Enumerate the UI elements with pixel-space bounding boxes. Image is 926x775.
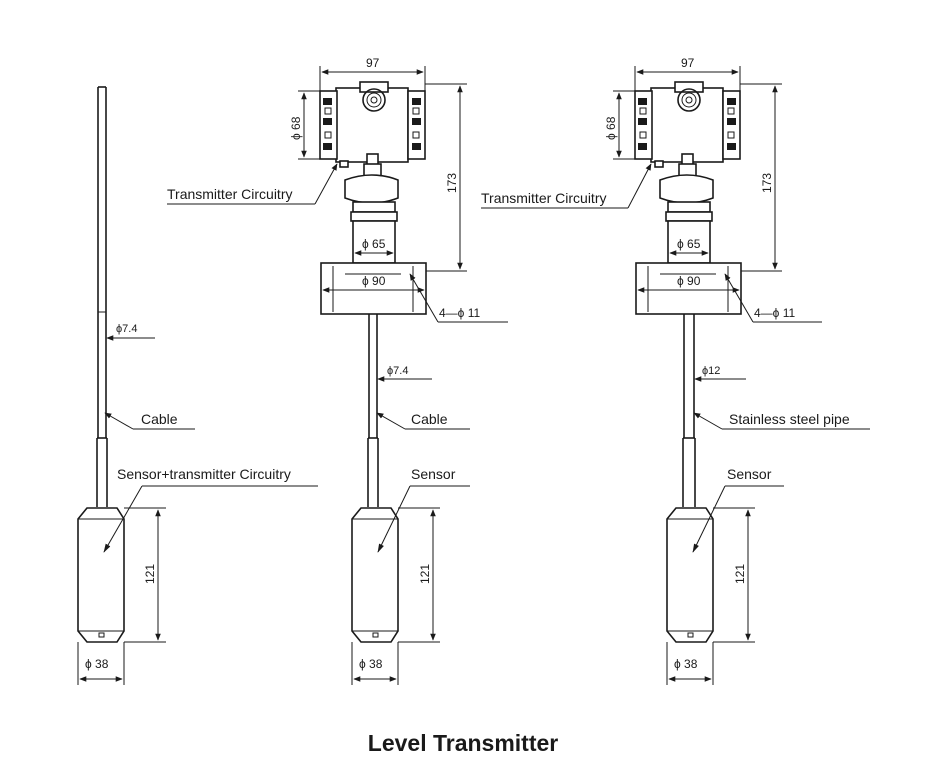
bolt-holes-dim: 4—ϕ 11	[409, 273, 508, 323]
head-height-dim: 173	[425, 83, 467, 272]
sensor-length-dim: 121	[713, 507, 755, 643]
svg-text:ϕ12: ϕ12	[702, 365, 720, 377]
head-diameter-dim: ϕ 68	[604, 90, 635, 160]
svg-text:4—ϕ 11: 4—ϕ 11	[754, 306, 796, 320]
sensor-diameter-dim: ϕ 38	[77, 642, 125, 685]
cable-label: Cable	[376, 411, 470, 430]
neck-diameter-dim: ϕ 65	[354, 237, 394, 256]
sensor-body	[666, 437, 714, 643]
svg-text:ϕ 90: ϕ 90	[677, 274, 701, 288]
sensor-body	[77, 437, 125, 643]
svg-text:121: 121	[418, 564, 432, 584]
sensor-label: Sensor	[692, 466, 784, 553]
sensor-diameter-dim: ϕ 38	[351, 642, 399, 685]
flange-diameter-dim: ϕ 90	[637, 274, 740, 293]
bolt-holes-dim: 4—ϕ 11	[724, 273, 822, 323]
sensor-transmitter-label: Sensor+transmitter Circuitry	[103, 466, 318, 553]
transmitter-circuitry-label: Transmitter Circuitry	[167, 163, 338, 205]
page-title: Level Transmitter	[368, 730, 559, 756]
head-width-dim: 97	[319, 56, 426, 91]
svg-text:ϕ 68: ϕ 68	[604, 116, 618, 140]
flange	[635, 262, 742, 315]
svg-text:ϕ 65: ϕ 65	[677, 237, 701, 251]
pipe-diameter-dim: ϕ7.4	[377, 365, 432, 382]
svg-text:Transmitter Circuitry: Transmitter Circuitry	[481, 190, 607, 206]
cable	[97, 86, 107, 438]
svg-text:ϕ 38: ϕ 38	[359, 657, 383, 671]
head-height-dim: 173	[740, 83, 782, 272]
stainless-pipe-label: Stainless steel pipe	[693, 411, 870, 430]
variant-cable-integrated: ϕ7.4 Cable Sensor+transmitter Circuitry …	[77, 86, 318, 685]
transmitter-circuitry-label: Transmitter Circuitry	[481, 163, 652, 209]
flange-diameter-dim: ϕ 90	[322, 274, 425, 293]
sensor-length-dim: 121	[398, 507, 440, 643]
svg-text:97: 97	[681, 56, 695, 70]
svg-text:173: 173	[760, 173, 774, 193]
flange	[320, 262, 427, 315]
variant-flange-cable: 97 ϕ 68 173 Transmitter Circuitry ϕ 65	[167, 56, 508, 685]
transmitter-head	[319, 81, 426, 264]
svg-text:173: 173	[445, 173, 459, 193]
svg-text:Cable: Cable	[141, 411, 178, 427]
stainless-pipe	[683, 314, 695, 438]
head-diameter-dim: ϕ 68	[289, 90, 320, 160]
svg-text:Transmitter Circuitry: Transmitter Circuitry	[167, 186, 293, 202]
svg-text:121: 121	[733, 564, 747, 584]
svg-text:ϕ 90: ϕ 90	[362, 274, 386, 288]
sensor-body	[351, 437, 399, 643]
svg-text:ϕ 65: ϕ 65	[362, 237, 386, 251]
svg-text:ϕ 38: ϕ 38	[85, 657, 109, 671]
sensor-label: Sensor	[377, 466, 470, 553]
svg-text:97: 97	[366, 56, 380, 70]
svg-text:4—ϕ 11: 4—ϕ 11	[439, 306, 481, 320]
svg-text:ϕ 68: ϕ 68	[289, 116, 303, 140]
pipe-diameter-dim: ϕ7.4	[106, 323, 155, 341]
cable-label: Cable	[104, 411, 195, 430]
variant-flange-pipe: 97 ϕ 68 173 Transmitter Circuitry ϕ 65 ϕ…	[481, 56, 870, 685]
neck-diameter-dim: ϕ 65	[669, 237, 709, 256]
head-width-dim: 97	[634, 56, 741, 91]
svg-text:Sensor: Sensor	[727, 466, 772, 482]
svg-text:Stainless steel pipe: Stainless steel pipe	[729, 411, 850, 427]
pipe-diameter-dim: ϕ12	[694, 365, 746, 382]
svg-text:121: 121	[143, 564, 157, 584]
svg-text:ϕ7.4: ϕ7.4	[116, 323, 137, 335]
transmitter-head	[634, 81, 741, 264]
svg-text:ϕ 38: ϕ 38	[674, 657, 698, 671]
svg-text:Sensor: Sensor	[411, 466, 456, 482]
svg-text:Cable: Cable	[411, 411, 448, 427]
svg-text:Sensor+transmitter Circuitry: Sensor+transmitter Circuitry	[117, 466, 291, 482]
sensor-length-dim: 121	[124, 507, 166, 643]
svg-text:ϕ7.4: ϕ7.4	[387, 365, 408, 377]
sensor-diameter-dim: ϕ 38	[666, 642, 714, 685]
cable	[368, 314, 378, 438]
